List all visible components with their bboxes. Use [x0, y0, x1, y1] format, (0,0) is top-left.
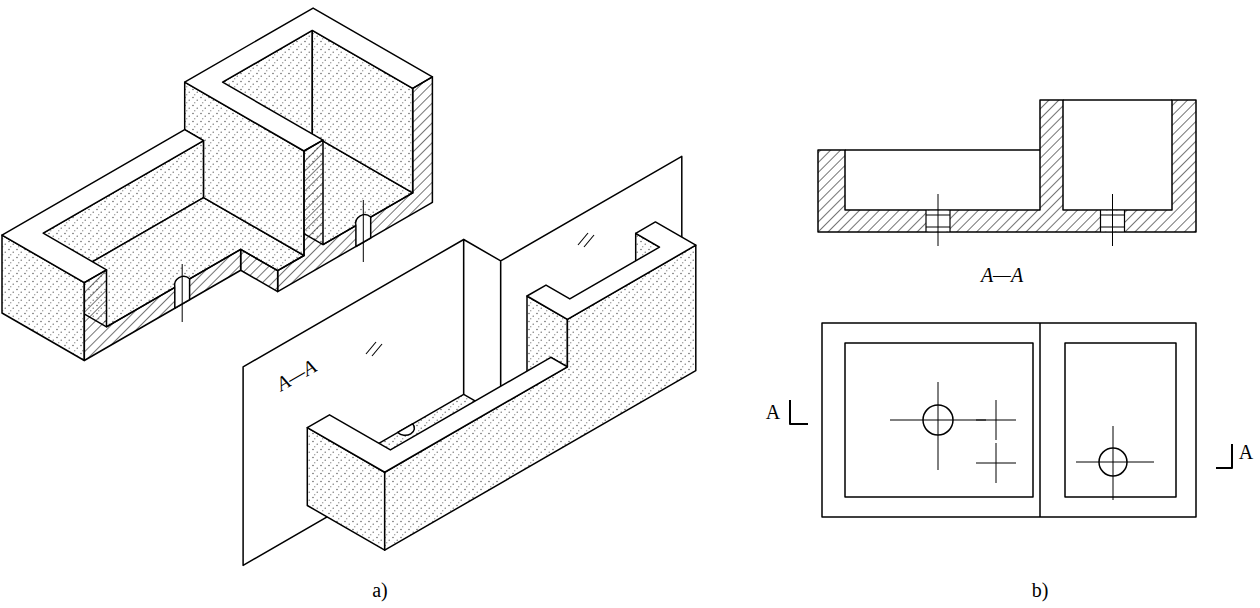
- cutting-plane-mark: [790, 400, 808, 424]
- center-line: [1113, 426, 1114, 500]
- divider-line: [1039, 323, 1041, 517]
- wall-top: [527, 222, 696, 319]
- view-caption: b): [1032, 580, 1049, 600]
- wall-top: [185, 8, 433, 151]
- center-line: [182, 264, 183, 322]
- hole-edge: [925, 210, 926, 232]
- outer-outline: [822, 323, 1196, 517]
- hole-edge: [1100, 210, 1101, 232]
- glass-mark: [584, 235, 594, 247]
- wall-top: [307, 357, 567, 472]
- center-mark: [996, 443, 997, 483]
- inner-outline: [845, 343, 1033, 497]
- hole-edge: [1124, 210, 1125, 232]
- center-line: [1112, 194, 1113, 246]
- inner-outline: [1065, 343, 1176, 497]
- visible-edge: [845, 149, 1040, 151]
- section-cut: [818, 100, 1196, 232]
- center-line: [363, 200, 364, 262]
- section-view-label: A—A: [981, 265, 1023, 285]
- cutting-plane-letter: A: [1239, 442, 1253, 462]
- cutting-plane-letter: A: [766, 402, 780, 422]
- half-hole: [398, 424, 415, 435]
- hole-edge: [949, 210, 950, 232]
- visible-edge: [1063, 99, 1172, 101]
- center-line: [938, 382, 939, 470]
- center-line: [938, 194, 939, 246]
- cut-face: [84, 249, 240, 360]
- wall-top: [2, 130, 204, 283]
- cutting-plane-mark: [1216, 444, 1232, 468]
- center-line: [1076, 462, 1154, 463]
- cut-face: [241, 249, 278, 291]
- view-caption: a): [372, 580, 388, 600]
- center-mark: [996, 400, 997, 440]
- glass-mark: [372, 344, 382, 356]
- cut-face: [278, 77, 433, 292]
